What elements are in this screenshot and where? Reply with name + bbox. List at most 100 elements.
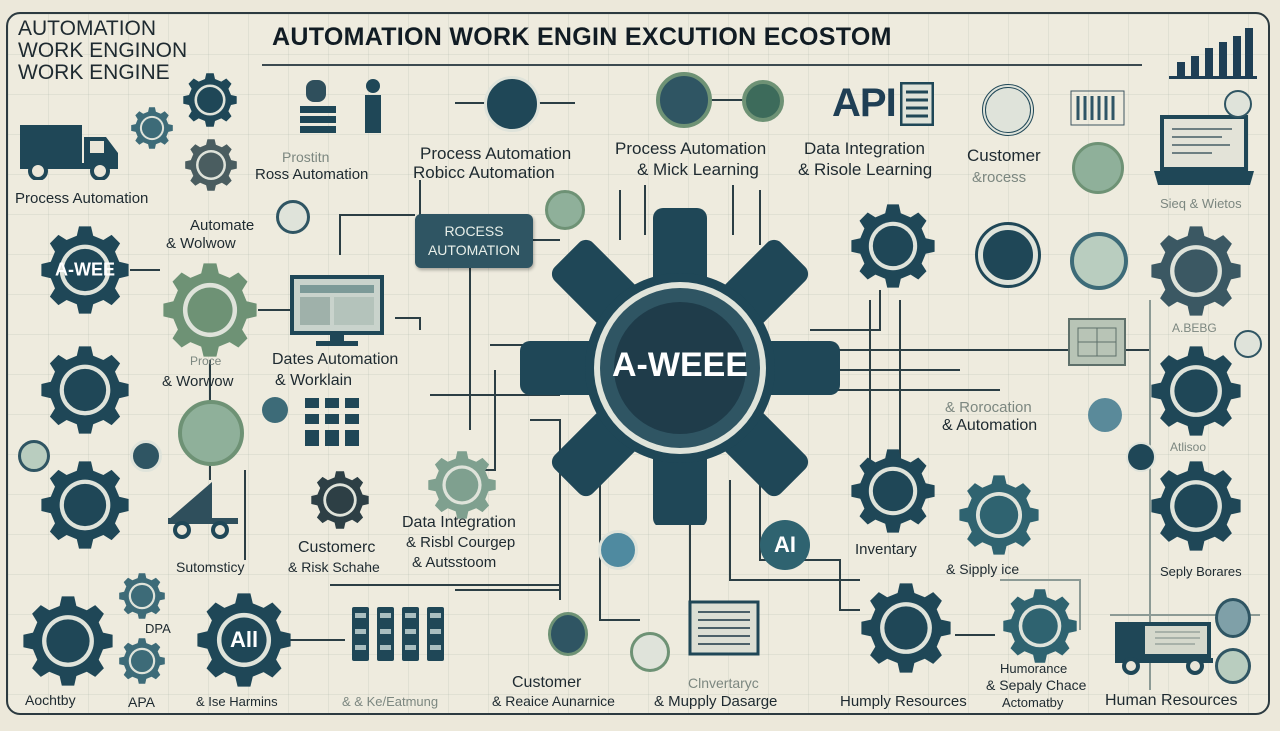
gear-icon: [130, 106, 174, 150]
gear-center: [63, 368, 107, 412]
process-icon: [656, 72, 712, 128]
label: Atlisoo: [1170, 440, 1207, 454]
chart-icon: [276, 200, 310, 234]
hub-label: A-WEEE: [612, 346, 748, 384]
label: & Worwow: [162, 373, 234, 390]
server-rack-icon: [352, 607, 448, 663]
gear-center: [221, 617, 267, 663]
label: & & Ke/Eatmung: [342, 694, 439, 709]
gear-icon[interactable]: A-WEE: [40, 225, 130, 315]
connector: [729, 480, 860, 581]
connector: [759, 470, 860, 611]
gear-icon: [1002, 588, 1078, 664]
gear-icon[interactable]: All: [196, 592, 292, 688]
gear-center: [1174, 484, 1218, 528]
dot-icon: [262, 397, 288, 423]
document-icon: [545, 190, 585, 230]
bar-chart-icon: [1165, 28, 1257, 80]
label: & Sipply ice: [946, 561, 1020, 577]
label: & Risole Learning: [798, 160, 933, 179]
connector: [599, 470, 640, 621]
gear-icon: [40, 345, 130, 435]
user-icon: [1072, 142, 1124, 194]
gear-center: [979, 495, 1019, 535]
dot-icon: [130, 440, 162, 472]
label: Data Integration: [402, 514, 516, 531]
label: & Wolwow: [166, 235, 236, 252]
label: A.BEBG: [1172, 321, 1217, 335]
label: Data Integration: [804, 139, 925, 158]
title-divider: [262, 64, 1142, 66]
laptop-icon: [1152, 115, 1257, 190]
label: APA: [128, 694, 155, 710]
eye-icon: [630, 632, 670, 672]
gear-center: [872, 225, 914, 267]
label: Dates Automation: [272, 351, 399, 368]
barcode-icon: [1070, 90, 1125, 126]
gear-icon: [850, 203, 936, 289]
gear-center: [1174, 369, 1218, 413]
label: Sieq & Wietos: [1160, 196, 1242, 211]
label: Process Automation: [615, 139, 767, 158]
gear-icon: [118, 572, 166, 620]
hub-gear[interactable]: [520, 205, 850, 528]
label: & Worklain: [275, 372, 353, 389]
gear-icon: [310, 470, 370, 530]
dot-icon: [1234, 330, 1262, 358]
server-grid-icon: [305, 398, 377, 448]
stack-icon: [548, 612, 588, 656]
box-label-line: AUTOMATION: [427, 242, 521, 258]
gear-icon: [1150, 345, 1242, 437]
gear-center: [884, 606, 928, 650]
truck-icon: [20, 125, 120, 181]
label: DPA: [145, 621, 171, 636]
truck-icon: [1115, 620, 1215, 675]
label: Customerc: [298, 539, 376, 556]
panel-icon: [1068, 318, 1126, 366]
dot-icon: [1215, 648, 1251, 684]
box-label-line: ROCESS: [444, 223, 504, 239]
label: & Ise Harmins: [196, 694, 278, 709]
corner-title-line: WORK ENGINE: [18, 61, 170, 84]
label: & Sepaly Chace: [986, 677, 1087, 693]
gear-icon: [182, 72, 238, 128]
label: Process Automation: [420, 144, 572, 163]
gear-icon: [118, 637, 166, 685]
label: Humply Resources: [840, 693, 967, 710]
gear-icon: [422, 450, 502, 520]
connector: [810, 290, 881, 331]
gear-center: [198, 152, 224, 178]
gear-icon: [40, 460, 130, 550]
people-icon: [300, 76, 390, 138]
label: Customer: [967, 146, 1041, 165]
refresh-icon: [978, 225, 1038, 285]
gear-center: [872, 470, 914, 512]
label: Human Resources: [1105, 692, 1238, 709]
label: Automate: [190, 217, 255, 234]
dot-icon: [1215, 598, 1251, 638]
process-automation-box[interactable]: ROCESS AUTOMATION: [415, 214, 533, 268]
label: Aochtby: [25, 692, 76, 708]
label: &rocess: [972, 169, 1027, 186]
gear-center: [63, 248, 107, 292]
dot-icon: [1126, 442, 1156, 472]
connector: [530, 419, 561, 600]
gear-center: [46, 619, 90, 663]
gauge-icon: [1070, 232, 1128, 290]
truck-icon: [168, 482, 240, 540]
hub-spoke: [653, 448, 707, 528]
label: Robicc Automation: [413, 163, 555, 182]
gear-icon: [162, 262, 258, 358]
document-icon: [742, 80, 784, 122]
label: Process Automation: [15, 190, 149, 207]
corner-title-line: WORK ENGINON: [18, 39, 188, 62]
gear-center: [141, 117, 163, 139]
label: & Mupply Dasarge: [654, 693, 778, 710]
gear-center: [187, 287, 233, 333]
label: Humorance: [1000, 661, 1068, 676]
label: & Mick Learning: [637, 160, 759, 179]
gear-center: [445, 468, 479, 502]
hub-spoke: [760, 341, 840, 395]
dot-icon: [18, 440, 50, 472]
